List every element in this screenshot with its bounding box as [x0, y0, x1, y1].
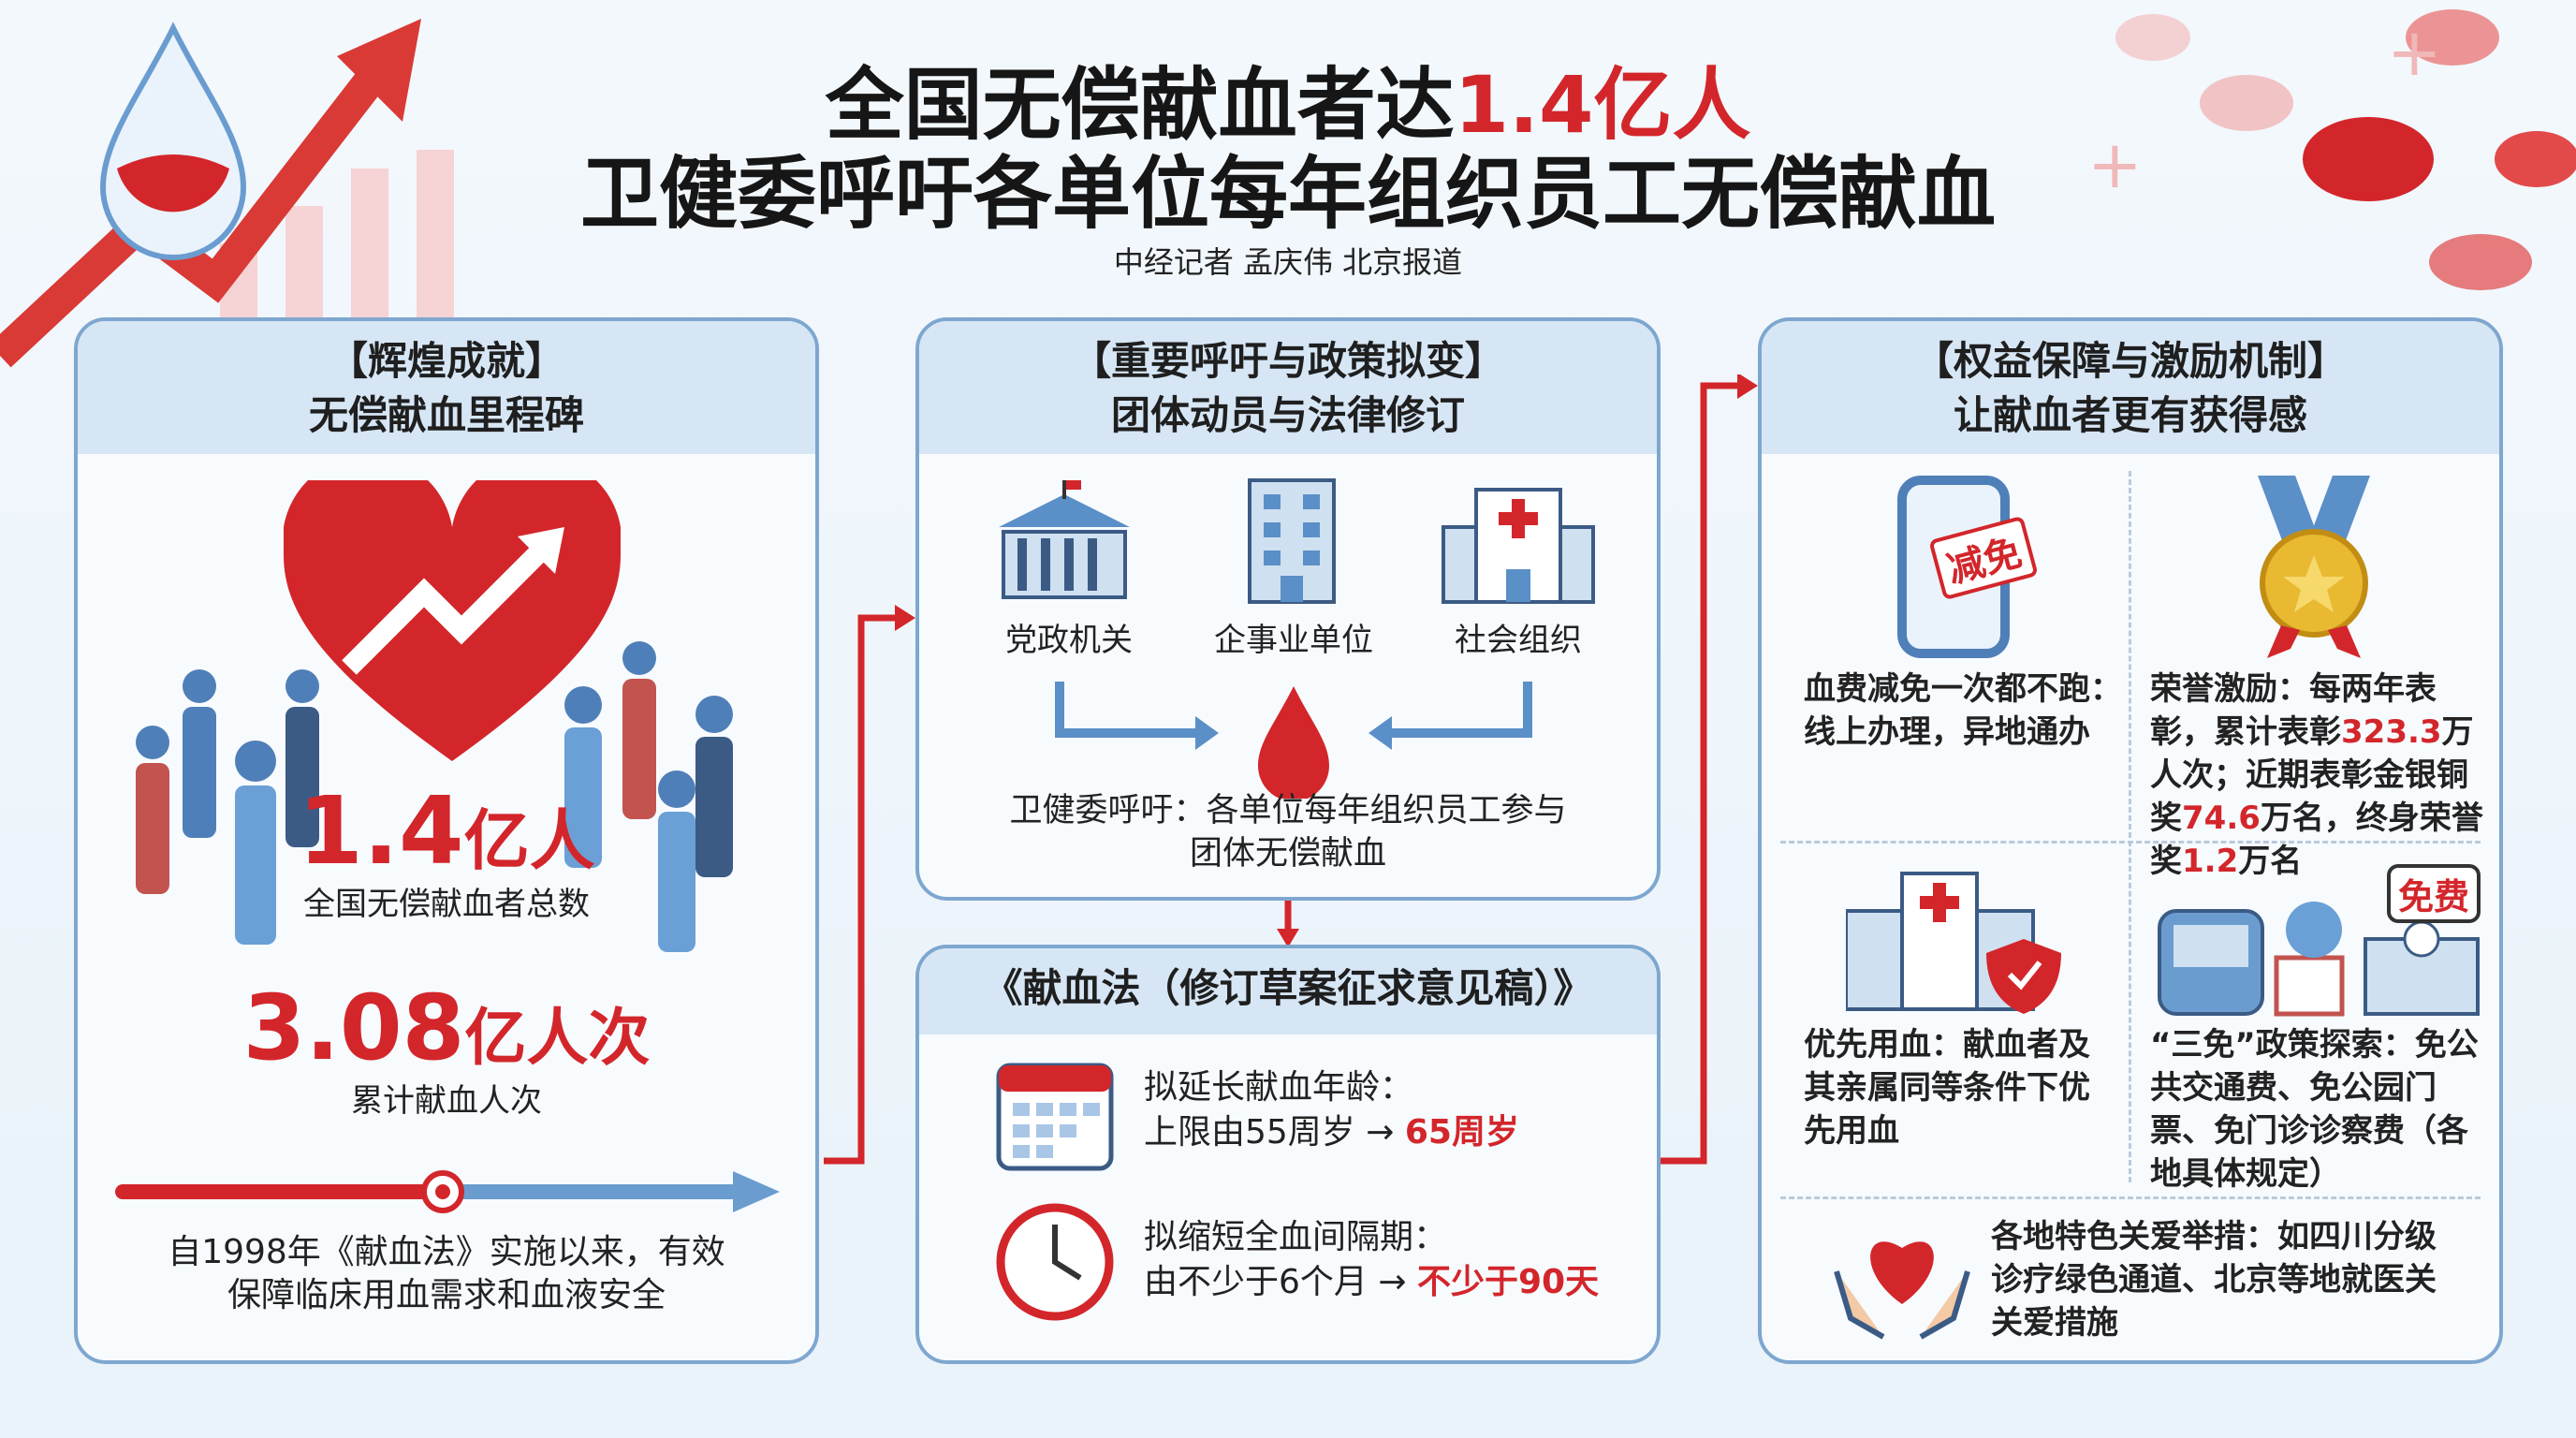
divider [1780, 1196, 2481, 1199]
enterprise-building-icon [1248, 478, 1336, 604]
policy-call-panel: 【重要呼吁与政策拟变】团体动员与法律修订 党政机关 企事业单位 社会组织 卫健委… [915, 317, 1661, 901]
byline: 中经记者 孟庆伟 北京报道 [1113, 244, 1463, 280]
local-care-text: 各地特色关爱举措：如四川分级诊疗绿色通道、北京等地就医关关爱措施 [1991, 1218, 2437, 1342]
rights-incentives-panel: 【权益保障与激励机制】让献血者更有获得感 减免 血费减免一次都不跑：线上办理，异… [1758, 317, 2503, 1364]
title-line-1: 全国无偿献血者达1.4亿人 [825, 59, 1751, 151]
free-badge: 免费 [2387, 864, 2481, 923]
divider [2129, 471, 2131, 1182]
people-crowd-illustration [136, 641, 733, 952]
law-revision-panel: 《献血法（修订草案征求意见稿）》 拟延长献血年龄：上限由55周岁 → 65周岁 … [915, 945, 1661, 1364]
donations-total-stat: 3.08亿人次 [242, 976, 651, 1080]
government-building-icon [999, 480, 1130, 599]
age-limit-item: 拟延长献血年龄：上限由55周岁 → 65周岁 [1144, 1068, 1519, 1152]
interval-item: 拟缩短全血间隔期：由不少于6个月 → 不少于90天 [1144, 1218, 1600, 1301]
panel-header: 【重要呼吁与政策拟变】团体动员与法律修订 [919, 321, 1657, 454]
timeline-bar [115, 1170, 780, 1213]
honor-incentive-text: 荣誉激励：每两年表彰，累计表彰323.3万人次；近期表彰金银铜奖74.6万名，终… [2150, 670, 2483, 880]
title-line-2: 卫健委呼吁各单位每年组织员工无偿献血 [579, 148, 1996, 240]
flow-connector-arrows [824, 374, 1758, 1165]
fee-waiver-text: 血费减免一次都不跑：线上办理，异地通办 [1804, 670, 2122, 751]
unit-label-social-org: 社会组织 [1455, 622, 1582, 659]
panel-header: 【权益保障与激励机制】让献血者更有获得感 [1762, 321, 2499, 454]
hands-heart-icon [1834, 1241, 1970, 1340]
nhc-call-text: 卫健委呼吁：各单位每年组织员工参与团体无偿献血 [1009, 792, 1567, 873]
panel-header: 【辉煌成就】无偿献血里程碑 [78, 321, 815, 454]
three-free-policy-text: “三免”政策探索：免公共交通费、免公园门票、免门诊诊察费（各地具体规定） [2150, 1026, 2479, 1193]
law-impact-text: 自1998年《献血法》实施以来，有效保障临床用血需求和血液安全 [168, 1233, 725, 1314]
donations-total-label: 累计献血人次 [351, 1082, 542, 1120]
bus-park-clinic-icon [2158, 902, 2480, 1017]
priority-blood-text: 优先用血：献血者及其亲属同等条件下优先用血 [1804, 1026, 2090, 1150]
heart-growth-icon [284, 480, 621, 761]
social-organization-building-icon [1442, 488, 1595, 604]
converge-to-blood-drop-icon [1055, 682, 1532, 799]
donor-total-stat: 1.4亿人 [298, 776, 595, 886]
medal-icon [2258, 476, 2370, 658]
achievements-panel: 【辉煌成就】无偿献血里程碑 1.4亿人 全国无偿献血者总数 3.08亿人次 累计… [74, 317, 819, 1364]
divider [1780, 841, 2481, 844]
blood-cells-illustration: ++ [2087, 9, 2576, 290]
calendar-icon [996, 1063, 1114, 1171]
growth-arrow-drop-illustration [0, 19, 454, 368]
svg-text:+: + [2087, 126, 2143, 203]
unit-label-enterprise: 企事业单位 [1214, 622, 1373, 659]
clock-icon [996, 1203, 1114, 1321]
svg-text:+: + [2387, 14, 2442, 91]
panel-header: 《献血法（修订草案征求意见稿）》 [919, 948, 1657, 1034]
donor-total-label: 全国无偿献血者总数 [303, 886, 590, 923]
hospital-shield-icon [1846, 872, 2061, 1014]
unit-label-government: 党政机关 [1005, 622, 1133, 659]
